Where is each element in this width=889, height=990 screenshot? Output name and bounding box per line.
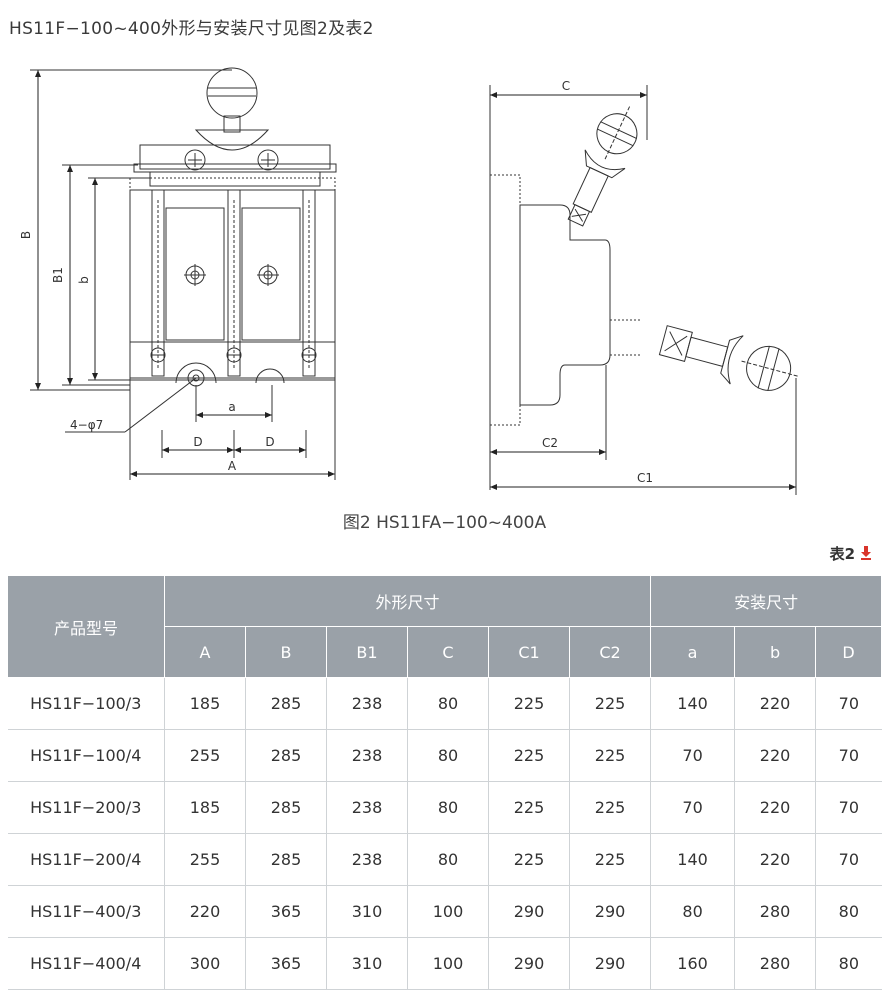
page-heading: HS11F−100~400外形与安装尺寸见图2及表2 — [9, 19, 374, 39]
value-cell: 185 — [164, 781, 246, 834]
value-cell: 80 — [407, 677, 489, 730]
value-cell: 70 — [650, 781, 736, 834]
header-install-dimensions: 安装尺寸 — [650, 575, 883, 627]
label-B1: B1 — [51, 267, 65, 283]
column-header: A — [164, 626, 246, 678]
front-view — [30, 67, 337, 480]
value-cell: 280 — [734, 937, 817, 990]
column-header: a — [650, 626, 736, 678]
value-cell: 255 — [164, 729, 246, 782]
value-cell: 220 — [734, 833, 817, 886]
value-cell: 225 — [488, 677, 570, 730]
value-cell: 140 — [650, 833, 736, 886]
label-D-left: D — [193, 435, 202, 449]
value-cell: 80 — [650, 885, 736, 938]
figure-caption: 图2 HS11FA−100~400A — [342, 513, 547, 533]
model-cell: HS11F−100/3 — [7, 677, 165, 730]
value-cell: 80 — [407, 781, 489, 834]
value-cell: 300 — [164, 937, 246, 990]
value-cell: 225 — [569, 781, 652, 834]
value-cell: 225 — [569, 677, 652, 730]
model-cell: HS11F−400/3 — [7, 885, 165, 938]
value-cell: 220 — [164, 885, 246, 938]
value-cell: 280 — [734, 885, 817, 938]
value-cell: 80 — [815, 937, 882, 990]
value-cell: 290 — [569, 937, 652, 990]
value-cell: 70 — [815, 677, 882, 730]
value-cell: 225 — [488, 833, 570, 886]
value-cell: 80 — [815, 885, 882, 938]
label-D-right: D — [265, 435, 274, 449]
value-cell: 290 — [569, 885, 652, 938]
column-header: B1 — [326, 626, 408, 678]
table-tag: 表2 — [829, 545, 855, 563]
label-hole: 4−φ7 — [70, 418, 103, 432]
column-header: B — [245, 626, 327, 678]
value-cell: 70 — [650, 729, 736, 782]
technical-drawing: B B1 b a D D A 4−φ7 C C2 C1 — [19, 67, 800, 495]
value-cell: 238 — [326, 677, 408, 730]
value-cell: 365 — [245, 885, 327, 938]
model-cell: HS11F−100/4 — [7, 729, 165, 782]
label-b: b — [77, 276, 91, 284]
header-model: 产品型号 — [7, 575, 165, 678]
download-arrow-icon[interactable] — [861, 546, 871, 560]
value-cell: 285 — [245, 729, 327, 782]
column-header: D — [815, 626, 883, 678]
value-cell: 70 — [815, 833, 882, 886]
value-cell: 220 — [734, 729, 817, 782]
value-cell: 365 — [245, 937, 327, 990]
value-cell: 225 — [488, 781, 570, 834]
value-cell: 238 — [326, 781, 408, 834]
value-cell: 70 — [815, 729, 882, 782]
value-cell: 70 — [815, 781, 882, 834]
value-cell: 220 — [734, 677, 817, 730]
value-cell: 225 — [569, 833, 652, 886]
value-cell: 220 — [734, 781, 817, 834]
value-cell: 100 — [407, 937, 489, 990]
label-C2: C2 — [542, 436, 558, 450]
label-C: C — [562, 79, 570, 93]
value-cell: 310 — [326, 885, 408, 938]
column-header: C1 — [488, 626, 570, 678]
value-cell: 185 — [164, 677, 246, 730]
label-C1: C1 — [637, 471, 653, 485]
header-outer-dimensions: 外形尺寸 — [163, 575, 652, 627]
value-cell: 285 — [245, 833, 327, 886]
value-cell: 255 — [164, 833, 246, 886]
value-cell: 238 — [326, 729, 408, 782]
model-cell: HS11F−200/3 — [7, 781, 165, 834]
column-header: C2 — [568, 626, 652, 678]
column-header: C — [407, 626, 489, 678]
value-cell: 225 — [488, 729, 570, 782]
value-cell: 310 — [326, 937, 408, 990]
value-cell: 285 — [245, 781, 327, 834]
label-B: B — [19, 231, 33, 239]
label-a: a — [228, 400, 235, 414]
value-cell: 290 — [488, 937, 570, 990]
value-cell: 80 — [407, 833, 489, 886]
side-view — [489, 85, 800, 495]
value-cell: 238 — [326, 833, 408, 886]
value-cell: 100 — [407, 885, 489, 938]
value-cell: 285 — [245, 677, 327, 730]
value-cell: 225 — [569, 729, 652, 782]
label-A: A — [228, 459, 237, 473]
value-cell: 80 — [407, 729, 489, 782]
value-cell: 290 — [488, 885, 570, 938]
value-cell: 160 — [650, 937, 736, 990]
model-cell: HS11F−400/4 — [7, 937, 165, 990]
model-cell: HS11F−200/4 — [7, 833, 165, 886]
column-header: b — [734, 626, 817, 678]
value-cell: 140 — [650, 677, 736, 730]
